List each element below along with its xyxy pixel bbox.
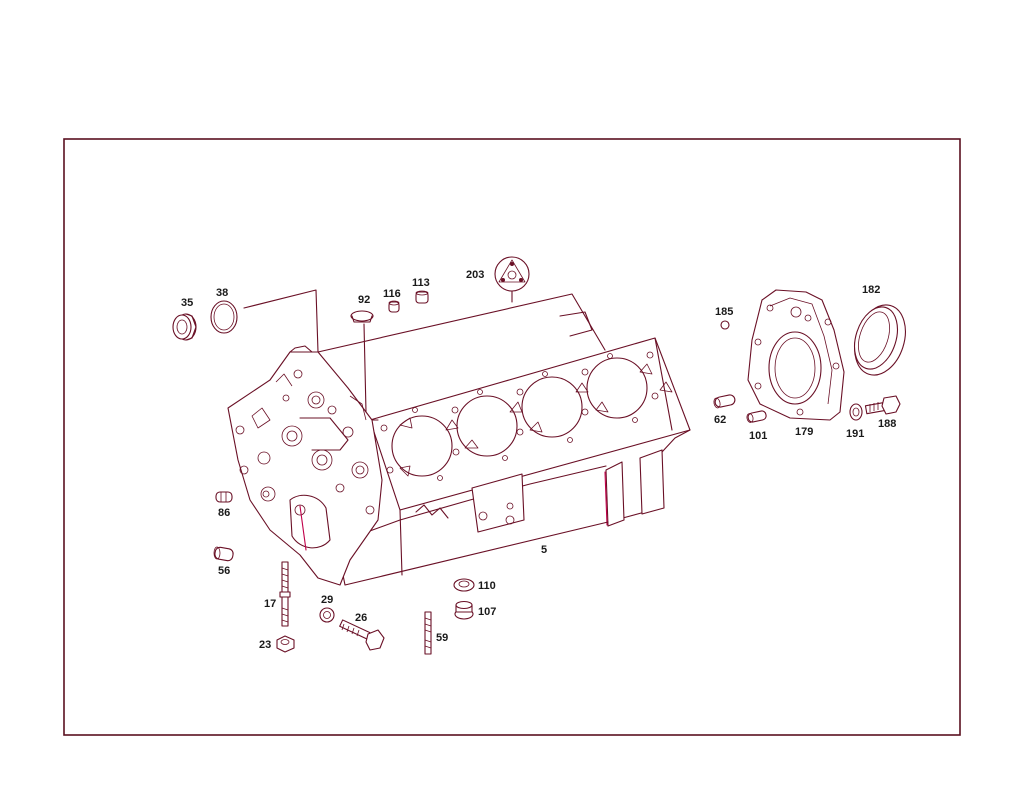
nut-23 — [276, 635, 295, 653]
label-92: 92 — [358, 294, 370, 306]
label-26: 26 — [355, 612, 367, 624]
dowel-101 — [746, 410, 767, 423]
label-179: 179 — [795, 426, 813, 438]
part-labels: 35 38 92 116 113 203 185 182 62 101 179 … — [181, 269, 896, 651]
leader-92 — [363, 323, 367, 413]
sleeve-86 — [215, 491, 233, 503]
label-62: 62 — [714, 414, 726, 426]
bolt-188 — [864, 395, 901, 415]
label-101: 101 — [749, 430, 767, 442]
engine-block — [227, 293, 691, 586]
dowel-62 — [713, 394, 736, 409]
label-185: 185 — [715, 306, 733, 318]
bolt-26 — [339, 619, 385, 651]
ring-38 — [210, 300, 238, 334]
label-116: 116 — [383, 288, 401, 300]
diagram-frame — [63, 138, 961, 736]
sleeve-116 — [388, 300, 400, 313]
label-17: 17 — [264, 598, 276, 610]
label-23: 23 — [259, 639, 271, 651]
seal-ring-182 — [854, 304, 906, 376]
dowel-185 — [720, 320, 730, 330]
washer-110 — [453, 578, 475, 592]
label-29: 29 — [321, 594, 333, 606]
label-191: 191 — [846, 428, 864, 440]
cover-203 — [494, 256, 530, 292]
washer-29 — [319, 607, 335, 623]
seal-35 — [172, 313, 197, 341]
label-5: 5 — [541, 544, 547, 556]
washer-191 — [849, 403, 863, 421]
label-203: 203 — [466, 269, 484, 281]
label-56: 56 — [218, 565, 230, 577]
leader-38 — [243, 289, 319, 353]
label-113: 113 — [412, 277, 430, 289]
sleeve-56 — [213, 546, 234, 562]
cylinder-bores — [391, 357, 648, 477]
label-107: 107 — [478, 606, 496, 618]
label-59: 59 — [436, 632, 448, 644]
rear-cover-179 — [747, 289, 845, 421]
stud-59 — [424, 611, 432, 655]
plug-92 — [350, 310, 374, 323]
label-188: 188 — [878, 418, 896, 430]
label-35: 35 — [181, 297, 193, 309]
label-38: 38 — [216, 287, 228, 299]
label-86: 86 — [218, 507, 230, 519]
sleeve-113 — [415, 290, 429, 304]
label-110: 110 — [478, 580, 496, 592]
stud-17 — [279, 561, 291, 627]
label-182: 182 — [862, 284, 880, 296]
plug-107 — [454, 600, 474, 620]
